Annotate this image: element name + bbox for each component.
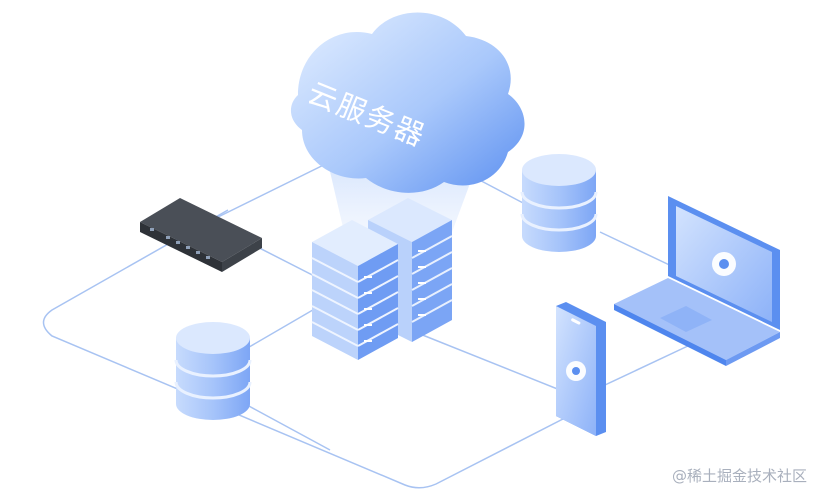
phone-to-laptop-line — [604, 344, 691, 386]
watermark: @稀土掘金技术社区 — [671, 467, 807, 485]
rack-to-phone-line — [409, 329, 561, 391]
cloud-icon — [290, 12, 525, 193]
router-icon — [140, 198, 262, 272]
server-rack-icon — [311, 220, 399, 360]
phone-icon — [556, 302, 606, 436]
database-icon-left — [174, 322, 252, 420]
database-icon-right — [520, 154, 598, 252]
laptop-icon — [614, 196, 780, 366]
db-left-to-phone-line — [246, 404, 331, 451]
db-right-to-laptop-line — [599, 231, 681, 271]
